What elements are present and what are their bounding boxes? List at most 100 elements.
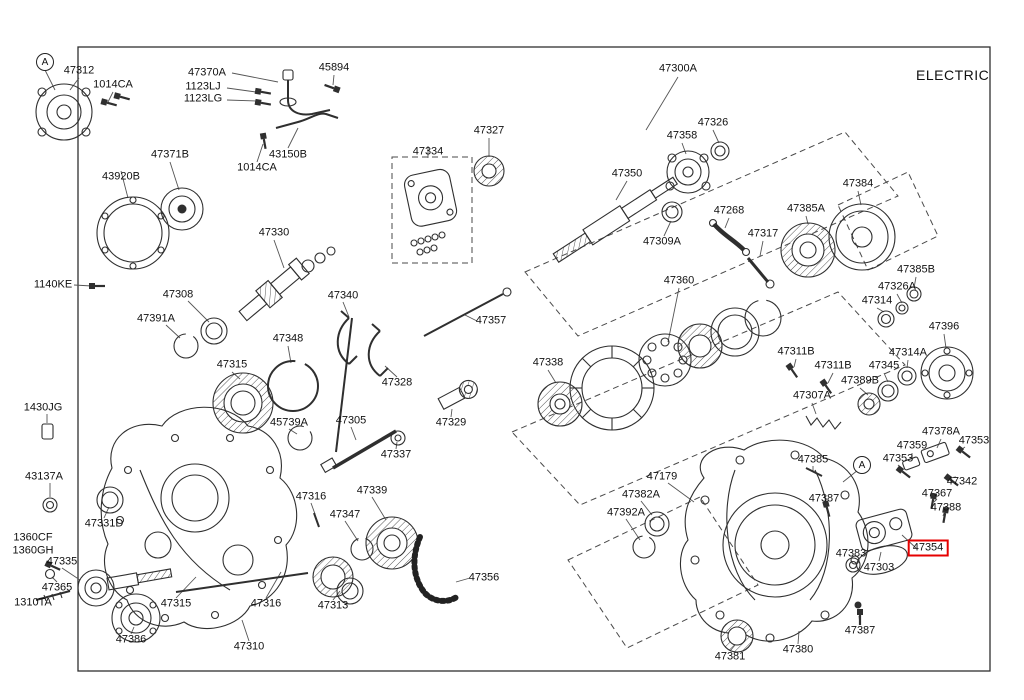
part-label-47383[interactable]: 47383: [835, 547, 867, 560]
part-label-47354[interactable]: 47354: [907, 539, 949, 557]
drawing-47335-flange-shaft: [35, 559, 309, 643]
part-label-47303[interactable]: 47303: [863, 561, 895, 574]
part-label-47386[interactable]: 47386: [115, 633, 147, 646]
part-label-45739a[interactable]: 45739A: [270, 416, 308, 429]
part-label-47268[interactable]: 47268: [713, 204, 745, 217]
part-label-47316[interactable]: 47316: [295, 490, 327, 503]
part-label-47179[interactable]: 47179: [646, 470, 678, 483]
part-label-47359[interactable]: 47359: [896, 439, 928, 452]
frame-and-boxes: [77, 46, 991, 672]
electric-note: ELECTRIC: [916, 67, 990, 83]
part-label-47370a[interactable]: 47370A: [188, 66, 226, 79]
part-label-43137a[interactable]: 43137A: [25, 470, 63, 483]
part-label-47313[interactable]: 47313: [317, 599, 349, 612]
part-label-1014ca[interactable]: 1014CA: [237, 161, 277, 174]
part-label-47353[interactable]: 47353: [958, 434, 990, 447]
drawing-right-rings: [784, 286, 974, 430]
part-label-47387[interactable]: 47387: [808, 492, 840, 505]
drawing-47330-shaft: [173, 246, 336, 359]
part-label-47311b[interactable]: 47311B: [814, 359, 852, 372]
drawing-47334-retainer: [403, 168, 458, 256]
part-label-43150b[interactable]: 43150B: [269, 148, 307, 161]
part-label-47384[interactable]: 47384: [842, 177, 874, 190]
part-label-47382a[interactable]: 47382A: [622, 488, 660, 501]
part-label-47358[interactable]: 47358: [666, 129, 698, 142]
part-label-47331d[interactable]: 47331D: [84, 517, 124, 530]
drawing-output-gears: [312, 512, 461, 605]
part-label-47342[interactable]: 47342: [946, 475, 978, 488]
part-label-47392a[interactable]: 47392A: [607, 506, 645, 519]
part-label-47385[interactable]: 47385: [797, 453, 829, 466]
part-label-47309a[interactable]: 47309A: [643, 235, 681, 248]
part-label-47385b[interactable]: 47385B: [897, 263, 935, 276]
part-label-1123lj[interactable]: 1123LJ: [185, 80, 221, 93]
part-label-47314[interactable]: 47314: [861, 294, 893, 307]
part-label-47380[interactable]: 47380: [782, 643, 814, 656]
part-label-47308[interactable]: 47308: [162, 288, 194, 301]
part-label-47350[interactable]: 47350: [611, 167, 643, 180]
part-label-1360cf[interactable]: 1360CF: [13, 531, 53, 544]
drawing-actuator: [805, 441, 974, 627]
part-label-1123lg[interactable]: 1123LG: [183, 92, 223, 105]
part-label-45894[interactable]: 45894: [318, 61, 350, 74]
part-label-47345[interactable]: 47345: [868, 359, 900, 372]
part-label-47396[interactable]: 47396: [928, 320, 960, 333]
drawing-47315-gear: [212, 360, 319, 434]
part-label-47339[interactable]: 47339: [356, 484, 388, 497]
part-label-47326a[interactable]: 47326A: [878, 280, 916, 293]
part-label-47385a[interactable]: 47385A: [787, 202, 825, 215]
part-label-47328[interactable]: 47328: [381, 376, 413, 389]
part-label-1140ke[interactable]: 1140KE: [33, 278, 73, 291]
part-label-47312[interactable]: 47312: [63, 64, 95, 77]
part-label-47348[interactable]: 47348: [272, 332, 304, 345]
part-label-47353[interactable]: 47353: [882, 452, 914, 465]
drawing-43150B-tube: [258, 112, 339, 151]
part-label-47337[interactable]: 47337: [380, 448, 412, 461]
part-label-47357[interactable]: 47357: [475, 314, 507, 327]
part-label-47356[interactable]: 47356: [468, 571, 500, 584]
part-label-47360[interactable]: 47360: [663, 274, 695, 287]
part-label-1430jg[interactable]: 1430JG: [23, 401, 63, 414]
part-label-47347[interactable]: 47347: [329, 508, 361, 521]
part-label-47315[interactable]: 47315: [160, 597, 192, 610]
part-label-43920b[interactable]: 43920B: [102, 170, 140, 183]
part-label-47338[interactable]: 47338: [532, 356, 564, 369]
part-label-47310[interactable]: 47310: [233, 640, 265, 653]
part-label-47314a[interactable]: 47314A: [889, 346, 927, 359]
part-label-47389b[interactable]: 47389B: [841, 374, 879, 387]
part-label-1360gh[interactable]: 1360GH: [12, 544, 54, 557]
part-label-47315[interactable]: 47315: [216, 358, 248, 371]
part-label-47335[interactable]: 47335: [46, 555, 78, 568]
part-label-47378a[interactable]: 47378A: [922, 425, 960, 438]
part-label-47367[interactable]: 47367: [921, 487, 953, 500]
part-label-47316[interactable]: 47316: [250, 597, 282, 610]
part-label-47300a[interactable]: 47300A: [659, 62, 697, 75]
part-label-47327[interactable]: 47327: [473, 124, 505, 137]
part-label-47365[interactable]: 47365: [41, 581, 73, 594]
part-label-47311b[interactable]: 47311B: [777, 345, 815, 358]
part-label-47371b[interactable]: 47371B: [151, 148, 189, 161]
callout-a: A: [36, 53, 54, 71]
part-label-47305[interactable]: 47305: [335, 414, 367, 427]
part-label-1014ca[interactable]: 1014CA: [93, 78, 133, 91]
drawing-43920B-gasket: [96, 196, 170, 270]
drawing-47312-motor: [35, 83, 132, 141]
part-label-47326[interactable]: 47326: [697, 116, 729, 129]
part-label-47329[interactable]: 47329: [435, 416, 467, 429]
part-label-47330[interactable]: 47330: [258, 226, 290, 239]
part-label-47340[interactable]: 47340: [327, 289, 359, 302]
part-label-1310ta[interactable]: 1310TA: [14, 596, 52, 609]
drawing-47350-mainshaft: [552, 141, 775, 289]
part-label-47381[interactable]: 47381: [714, 650, 746, 663]
part-label-47307a[interactable]: 47307A: [793, 389, 831, 402]
drawing-47370A-breather: [253, 69, 342, 116]
callout-a: A: [853, 456, 871, 474]
part-label-47387[interactable]: 47387: [844, 624, 876, 637]
part-label-47317[interactable]: 47317: [747, 227, 779, 240]
part-label-47391a[interactable]: 47391A: [137, 312, 175, 325]
part-label-47334[interactable]: 47334: [412, 145, 444, 158]
part-label-47388[interactable]: 47388: [930, 501, 962, 514]
drawing-47371B-seal: [160, 187, 204, 231]
